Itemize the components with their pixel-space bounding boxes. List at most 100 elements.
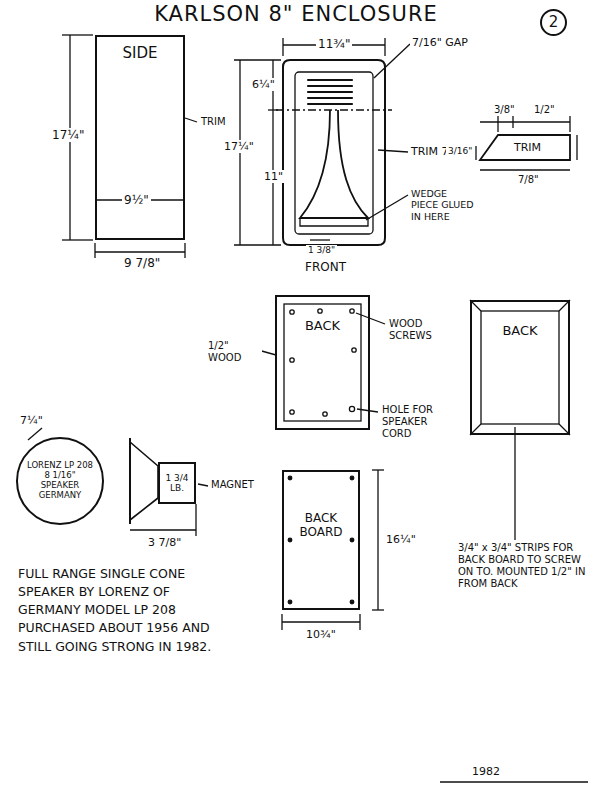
linework: [28, 35, 588, 782]
node-text: SIDE: [123, 45, 158, 62]
back-board-details: [281, 614, 282, 630]
dimension-label: 1982: [470, 765, 502, 778]
dimension-label: 7¼": [18, 414, 45, 427]
dimension-label: WOOD SCREWS: [387, 318, 451, 342]
strip-inner-edge: [481, 311, 559, 424]
dimension-label: 9½": [122, 193, 151, 207]
extension-line: [268, 109, 278, 110]
extension-line: [512, 116, 513, 128]
screw-holes: [290, 410, 294, 414]
screw-holes: [288, 600, 292, 604]
back-board: BACK BOARD: [282, 470, 360, 610]
dimension-label: 1/2" WOOD: [206, 340, 262, 364]
screw-holes: [350, 600, 354, 604]
speaker-magnet: 1 3/4 LB.: [158, 462, 196, 504]
screw-holes: [290, 358, 294, 362]
screw-holes: [323, 412, 327, 416]
side-dimensions: [62, 35, 197, 258]
dimension-label: FRONT: [303, 260, 348, 274]
node-text: BACK BOARD: [288, 512, 354, 540]
node-text: 8 1/16": [44, 471, 75, 481]
screw-holes: [288, 476, 292, 480]
back-strips: [470, 300, 570, 540]
dimension-label: 6¼": [250, 78, 277, 91]
dimension-line: [28, 428, 42, 440]
front-slots: [308, 91, 352, 93]
screw-holes: [350, 476, 354, 480]
front-slots: [308, 85, 352, 87]
dimension-line: [95, 251, 185, 252]
leader-line: [357, 409, 378, 412]
front-view: [234, 38, 410, 245]
dimension-label: 11¾": [316, 37, 352, 51]
extension-line: [62, 34, 93, 35]
dimension-label: 16¼": [384, 533, 418, 546]
speaker-front: LORENZ LP 2088 1/16"SPEAKER GERMANY: [16, 437, 104, 525]
node-text: SPEAKER GERMANY: [24, 481, 96, 501]
dimension-label: 7/8": [516, 174, 541, 186]
screw-holes: [350, 309, 354, 313]
back-panel: BACK: [275, 295, 370, 430]
extension-line: [184, 243, 185, 258]
node-text: 1 3/4 LB.: [161, 473, 193, 494]
back-panel: BACK: [470, 300, 570, 435]
dimension-label: MAGNET: [209, 479, 256, 491]
front-slots: [308, 97, 352, 99]
extension-line: [195, 504, 196, 536]
dimension-label: 1/2": [532, 104, 557, 116]
dimension-label: HOLE FOR SPEAKER CORD: [380, 404, 460, 440]
screw-holes: [350, 538, 354, 542]
back-board-details: [359, 614, 360, 630]
dimension-label: 3/4" x 3/4" STRIPS FOR BACK BOARD TO SCR…: [456, 542, 588, 590]
date-underline: [440, 781, 588, 782]
dimension-line: [480, 121, 570, 122]
node-text: BACK: [502, 324, 537, 339]
back-inner-edge: [284, 304, 361, 421]
screw-holes: [290, 309, 356, 416]
dimension-label: TRIM: [199, 116, 228, 128]
dimension-label: 17¼": [50, 128, 86, 142]
dimension-label: 9 7/8": [122, 256, 162, 270]
dimension-line: [475, 146, 476, 160]
dimension-line: [282, 621, 360, 622]
screw-holes: [318, 309, 322, 313]
dimension-line: [576, 135, 577, 160]
note-text: FULL RANGE SINGLE CONE SPEAKER BY LORENZ…: [16, 565, 235, 656]
extension-line: [282, 38, 283, 56]
node-text: BACK: [305, 319, 340, 334]
extension-line: [62, 239, 93, 240]
horn-opening: [300, 110, 368, 218]
dimension-line: [480, 169, 570, 170]
screw-holes: [290, 310, 294, 314]
sheet-number: 2: [540, 9, 567, 36]
node-text: LORENZ LP 208: [27, 461, 93, 471]
speaker-cone: [130, 442, 158, 520]
extension-line: [234, 244, 281, 245]
dimension-label: TRIM: [512, 141, 543, 154]
leader-line: [378, 150, 408, 152]
leader-line: [185, 118, 197, 122]
wedge-piece: [300, 218, 368, 226]
dimension-label: 10¾": [304, 628, 338, 641]
dimension-label: 1 3/8": [306, 245, 337, 256]
screw-holes: [288, 476, 354, 604]
back-board-details: [282, 470, 384, 630]
screw-holes: [288, 538, 292, 542]
extension-line: [497, 116, 498, 132]
trim-section: [480, 135, 570, 160]
extension-line: [384, 38, 385, 56]
center-line: [276, 109, 392, 110]
dimension-label: 11": [262, 170, 285, 183]
leader-line: [356, 313, 385, 324]
screw-holes: [349, 406, 354, 411]
dimension-label: 3/16": [446, 146, 474, 157]
extension-line: [234, 59, 281, 60]
dimension-label: 3 7/8": [146, 536, 183, 549]
speaker-rim: [129, 438, 131, 524]
front-trim: [295, 72, 373, 234]
dimension-line: [377, 470, 378, 610]
side-panel: SIDE: [95, 35, 185, 240]
dimension-line: [130, 529, 196, 530]
back-board-details: [372, 609, 384, 610]
